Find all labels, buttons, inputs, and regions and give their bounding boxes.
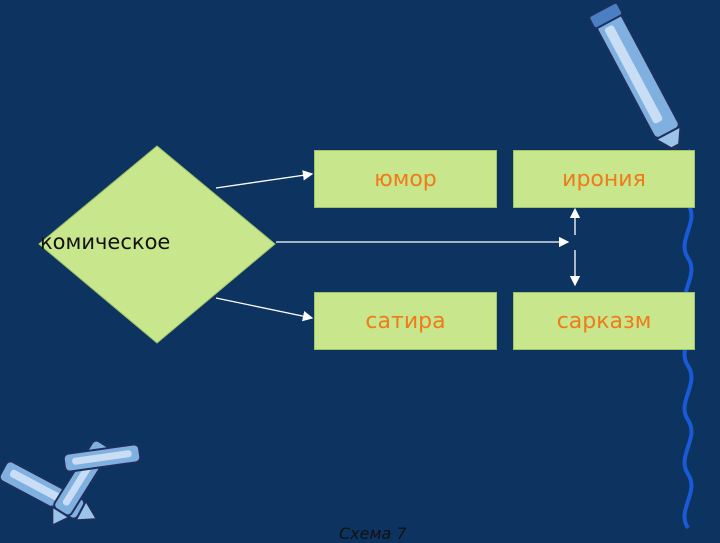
root-label: комическое [40, 230, 171, 254]
box-satire-label: сатира [365, 308, 446, 334]
arrow-to-satire [215, 297, 314, 322]
box-humor: юмор [314, 150, 497, 208]
box-irony: ирония [513, 150, 695, 208]
arrow-to-humor [215, 170, 314, 189]
box-sarcasm: сарказм [513, 292, 695, 350]
root-diamond [38, 145, 276, 344]
box-humor-label: юмор [374, 166, 437, 192]
pen-icon [588, 1, 682, 155]
diagram-caption: Схема 7 [339, 524, 407, 543]
box-satire: сатира [314, 292, 497, 350]
box-sarcasm-label: сарказм [556, 308, 652, 334]
crossed-pens-icon [0, 439, 142, 528]
box-irony-label: ирония [562, 166, 646, 192]
